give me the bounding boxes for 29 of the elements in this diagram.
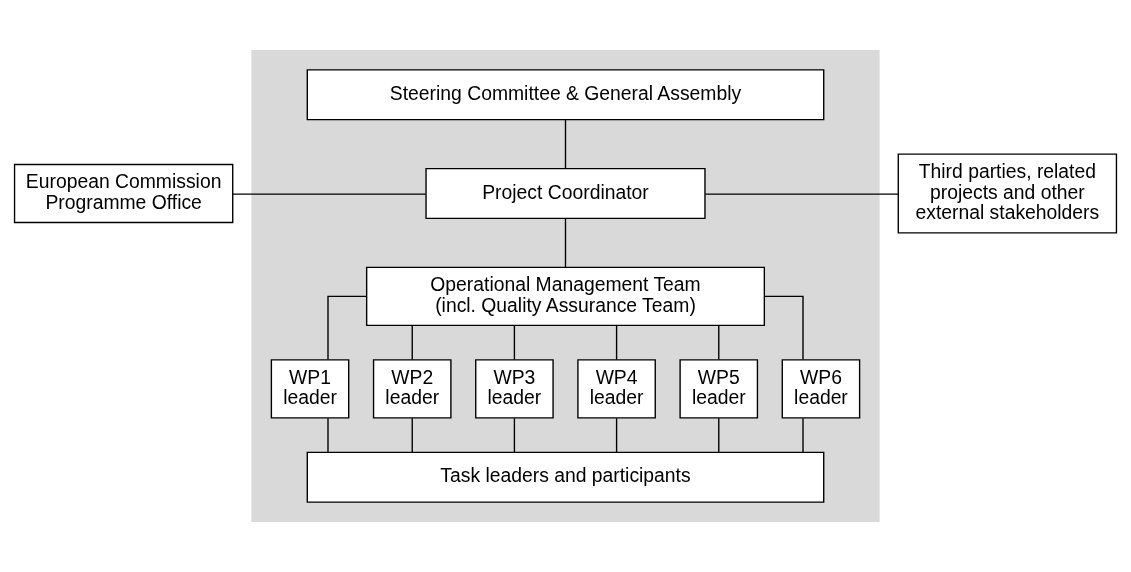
connector [802, 417, 804, 454]
node-box: Task leaders and participants [306, 451, 825, 503]
connector [513, 417, 516, 454]
cluster [251, 49, 880, 523]
connector [232, 193, 427, 195]
node-box: WP1 leader [270, 359, 350, 419]
node-box: Steering Committee & General Assembly [306, 69, 825, 121]
node-box: WP5 leader [679, 359, 759, 419]
connector [764, 295, 804, 361]
connector [615, 417, 618, 454]
connector [718, 417, 720, 454]
connector [564, 217, 567, 268]
node-box: WP6 leader [781, 359, 861, 419]
node-box: Third parties, related projects and other external stakeholders [897, 153, 1118, 234]
connector [513, 324, 516, 361]
node-box: European Commission Programme Office [13, 163, 234, 224]
connector [718, 324, 720, 361]
node-box: Operational Management Team (incl. Quality Assurance Team) [365, 266, 766, 327]
connector [327, 295, 367, 361]
node-box: Project Coordinator [425, 167, 706, 220]
connector [411, 324, 413, 361]
connector [704, 193, 899, 195]
node-box: WP4 leader [577, 359, 656, 419]
connector [615, 324, 618, 361]
connector [411, 417, 413, 454]
node-box: WP3 leader [475, 359, 554, 419]
connector [327, 417, 329, 454]
connector [564, 119, 567, 169]
node-box: WP2 leader [372, 359, 452, 419]
